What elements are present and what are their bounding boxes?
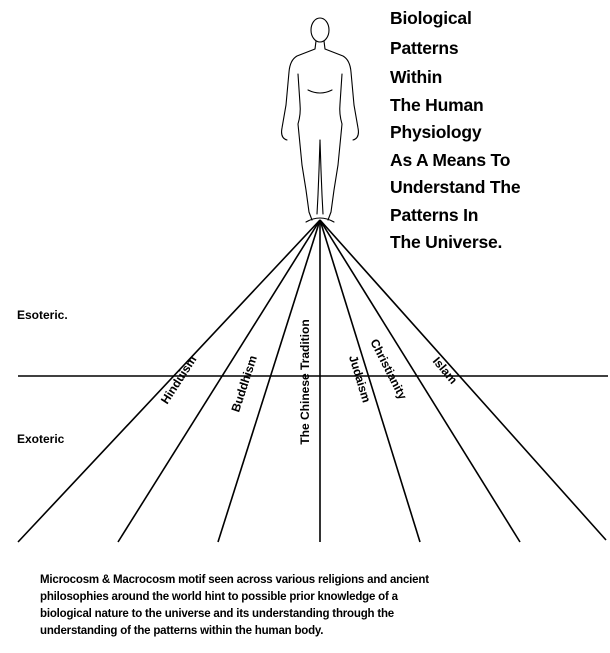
caption-line: understanding of the patterns within the… <box>40 625 324 637</box>
title-line: Patterns In <box>390 205 479 225</box>
title-line: As A Means To <box>390 150 511 170</box>
tradition-label-islam: Islam <box>430 354 460 387</box>
caption-line: philosophies around the world hint to po… <box>40 591 398 603</box>
tradition-label-hinduism: Hinduism <box>158 353 200 406</box>
title-line: Patterns <box>390 38 459 58</box>
ray-line <box>319 219 607 541</box>
tradition-rays <box>17 219 607 543</box>
title-line: The Human <box>390 95 484 115</box>
ray-line <box>17 219 321 543</box>
title-line: Physiology <box>390 122 482 142</box>
caption: Microcosm & Macrocosm motif seen across … <box>40 572 580 640</box>
title-line: Understand The <box>390 177 521 197</box>
ray-line <box>117 219 321 543</box>
tradition-label-chinese: The Chinese Tradition <box>298 319 312 444</box>
tradition-label-buddhism: Buddhism <box>228 354 259 414</box>
esoteric-label: Esoteric. <box>17 308 68 322</box>
title-line: The Universe. <box>390 232 503 252</box>
exoteric-label: Exoteric <box>17 432 65 446</box>
title-line: Within <box>390 67 443 87</box>
title-line: Biological <box>390 8 472 28</box>
ray-line <box>319 219 521 543</box>
caption-line: Microcosm & Macrocosm motif seen across … <box>40 574 429 586</box>
ray-line <box>319 219 421 543</box>
human-figure-icon <box>281 17 359 223</box>
caption-line: biological nature to the universe and it… <box>40 608 394 620</box>
ray-line <box>217 219 321 543</box>
